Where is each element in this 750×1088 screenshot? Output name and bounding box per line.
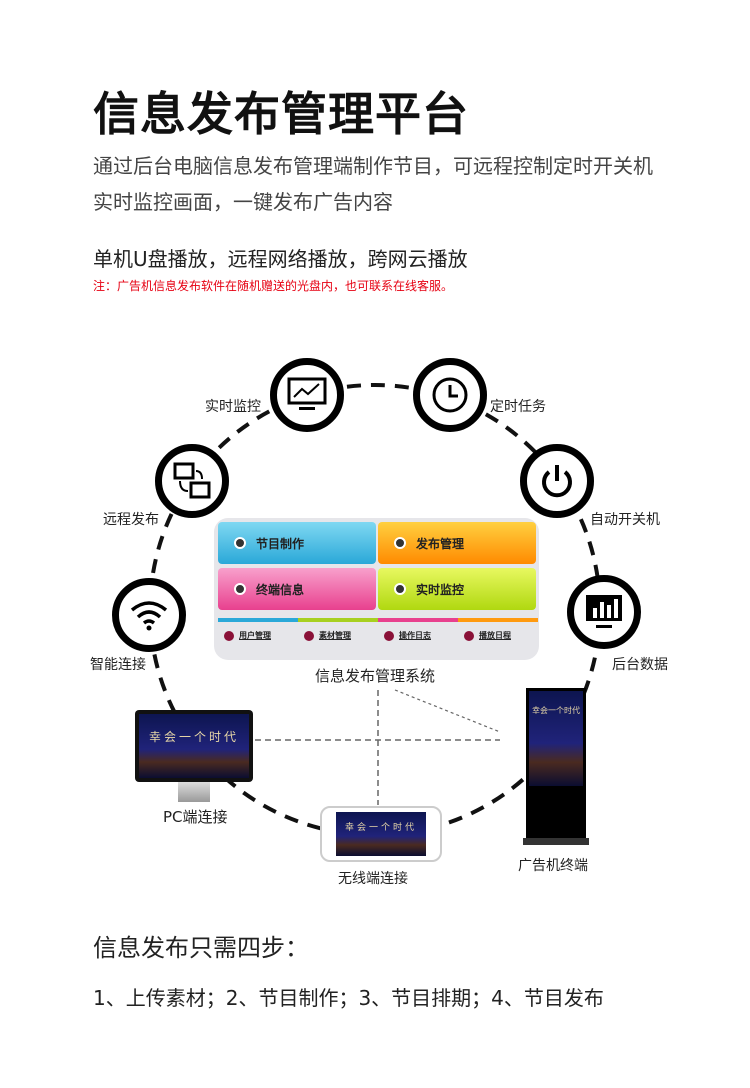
label-monitor: 实时监控 <box>205 399 261 415</box>
diagonal-link <box>394 689 501 733</box>
kiosk-screen: 幸会一个时代 <box>529 691 583 786</box>
label-pc: PC端连接 <box>163 808 228 826</box>
sub-material-management[interactable]: 素材管理 <box>298 630 376 641</box>
label-kiosk: 广告机终端 <box>518 858 588 874</box>
label-remote: 远程发布 <box>103 512 159 528</box>
monitor-chart-icon <box>270 358 344 432</box>
label-power: 自动开关机 <box>590 512 660 528</box>
power-icon <box>520 444 594 518</box>
sub-play-schedule[interactable]: 播放日程 <box>458 630 536 641</box>
label-data: 后台数据 <box>612 657 668 673</box>
kiosk-base <box>523 838 589 845</box>
label-wifi: 智能连接 <box>90 657 146 673</box>
remote-publish-icon <box>155 444 229 518</box>
label-timer: 定时任务 <box>490 399 546 415</box>
data-chart-icon <box>567 575 641 649</box>
tile-terminal-info[interactable]: 终端信息 <box>218 568 376 610</box>
description-line-1: 通过后台电脑信息发布管理端制作节目，可远程控制定时开关机 <box>93 154 653 178</box>
tile-realtime-monitor[interactable]: 实时监控 <box>378 568 536 610</box>
system-panel: 节目制作 发布管理 终端信息 实时监控 用户管理 素材管理 操作日志 播放日程 <box>214 518 539 660</box>
software-note: 注：广告机信息发布软件在随机赠送的光盘内，也可联系在线客服。 <box>93 279 454 293</box>
mobile-screen: 幸会一个时代 <box>336 812 426 856</box>
label-mobile: 无线端连接 <box>338 871 408 887</box>
steps-heading: 信息发布只需四步： <box>93 934 309 962</box>
pc-screen: 幸会一个时代 <box>139 714 249 778</box>
kiosk-terminal: 幸会一个时代 <box>526 688 586 838</box>
playback-modes: 单机U盘播放，远程网络播放，跨网云播放 <box>93 247 468 271</box>
tile-program-making[interactable]: 节目制作 <box>218 522 376 564</box>
sub-user-management[interactable]: 用户管理 <box>218 630 296 641</box>
pc-monitor: 幸会一个时代 <box>135 710 253 782</box>
tile-publish-management[interactable]: 发布管理 <box>378 522 536 564</box>
mobile-phone: 幸会一个时代 <box>320 806 442 862</box>
page-title: 信息发布管理平台 <box>93 87 469 141</box>
clock-icon <box>413 358 487 432</box>
steps-list: 1、上传素材；2、节目制作；3、节目排期；4、节目发布 <box>93 986 604 1010</box>
wifi-icon <box>112 578 186 652</box>
system-title: 信息发布管理系统 <box>315 667 436 685</box>
pc-stand <box>178 782 210 802</box>
sub-operation-log[interactable]: 操作日志 <box>378 630 456 641</box>
description-line-2: 实时监控画面，一键发布广告内容 <box>93 190 393 214</box>
